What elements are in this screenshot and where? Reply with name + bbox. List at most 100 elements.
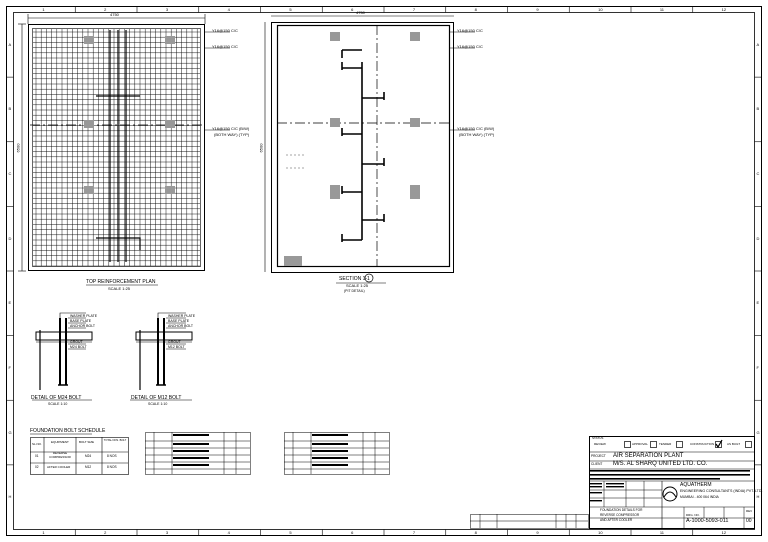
plan-title: TOP REINFORCEMENT PLAN [86, 279, 156, 285]
status-option-construction: CONSTRUCTION [690, 442, 715, 446]
status-label: STATUS [592, 436, 604, 440]
grid-row-label: D [8, 235, 12, 241]
grid-row-label: E [756, 300, 760, 306]
grid-row-label: H [8, 494, 12, 500]
plan-callout-1: Y16@150 C/C [212, 28, 238, 33]
bolt-schedule-cell: AFTER COOLER [47, 465, 71, 469]
plan-view [18, 14, 230, 286]
grid-column-label: 12 [721, 6, 727, 12]
bolt-schedule-cell: M12 [85, 465, 92, 469]
bolt-schedule-header-slno: SL.NO. [32, 442, 42, 446]
section-subtitle: (PIT DETAIL) [344, 289, 365, 293]
bolt-detail-m24 [32, 312, 93, 401]
bolt-schedule-cell: 02 [35, 465, 39, 469]
drawing-number-label: DRG. NO. [686, 513, 700, 517]
bolt-schedule-cell: 8 NOS [107, 454, 117, 458]
detail-m12-note-4: GROUT [168, 340, 181, 344]
plan-callout-2: Y16@150 C/C [212, 44, 238, 49]
detail-m24-note-2: BASE PLATE [70, 319, 92, 323]
grid-column-label: 3 [165, 6, 169, 12]
grid-column-label: 4 [227, 6, 230, 12]
section-callout-2: Y16@150 C/C [457, 44, 483, 49]
section-scale: SCALE 1:25 [346, 283, 369, 288]
grid-column-label: 5 [289, 6, 292, 12]
grid-column-label: 10 [598, 529, 603, 535]
grid-column-label: 8 [474, 529, 477, 535]
drawing-title-line-1: FOUNDATION DETAILS FOR [600, 508, 643, 512]
grid-row-label: C [756, 171, 760, 177]
grid-row-label: B [8, 106, 12, 112]
grid-column-label: 11 [659, 6, 665, 12]
grid-column-label: 8 [474, 6, 477, 12]
bolt-schedule-cell: 8 NOS [107, 465, 117, 469]
grid-column-label: 4 [227, 529, 230, 535]
detail-m12-note-5: M12 BOLT [168, 345, 185, 349]
company-logo-text: AQUATHERM [680, 482, 712, 488]
revision-block [470, 514, 589, 529]
grid-row-label: F [8, 364, 11, 370]
bolt-detail-m12 [130, 312, 193, 401]
grid-column-label: 6 [351, 529, 354, 535]
bolt-schedule-cell: 01 [35, 454, 39, 458]
status-option-review: REVIEW [594, 442, 606, 446]
grid-row-label: A [8, 41, 12, 47]
bolt-schedule-cell: REVERSE COMPRESSOR [49, 451, 71, 459]
grid-row-label: C [8, 171, 12, 177]
grid-row-label: D [756, 235, 760, 241]
detail-m12-scale: SCALE 1:10 [148, 402, 168, 406]
bolt-schedule-header-total: TOTAL NOS. BOLT [103, 439, 127, 442]
section-callout-3b: (BOTH WAY) (TYP) [459, 132, 495, 137]
detail-m12-note-2: BASE PLATE [168, 319, 190, 323]
revision-number: 00 [746, 518, 752, 524]
status-option-asbuilt: AS BUILT [727, 442, 741, 446]
section-height-dimension: 6500 [258, 143, 264, 153]
plan-width-dimension: 4750 [110, 12, 119, 17]
status-option-approval: APPROVAL [632, 442, 648, 446]
bolt-schedule-header-boltsize: BOLT SIZE [79, 440, 95, 444]
grid-column-label: 1 [42, 6, 45, 12]
grid-column-label: 11 [659, 529, 665, 535]
grid-column-label: 1 [42, 529, 45, 535]
plan-scale: SCALE 1:25 [108, 286, 131, 291]
reference-table-2 [284, 432, 390, 475]
reference-table-1 [145, 432, 251, 475]
grid-row-label: F [756, 364, 759, 370]
title-block [589, 436, 755, 529]
section-view [264, 15, 475, 284]
detail-m12-note-3: ANCHOR BOLT [168, 324, 194, 328]
plan-callout-3: Y16@150 C/C (B/W) [212, 126, 250, 131]
grid-row-label: B [756, 106, 760, 112]
plan-callout-3b: (BOTH WAY) (TYP) [214, 132, 250, 137]
detail-m24-scale: SCALE 1:10 [48, 402, 68, 406]
grid-column-label: 6 [351, 6, 354, 12]
drawing-title-line-2: REVERSE COMPRESSOR [600, 513, 640, 517]
status-option-tender: TENDER [659, 442, 672, 446]
grid-column-label: 2 [104, 529, 107, 535]
detail-m24-note-5: M24 BOLT [70, 345, 87, 349]
grid-column-label: 2 [104, 6, 107, 12]
client-name: M/S. AL SHARQ UNITED LTD. CO. [613, 461, 708, 467]
bolt-schedule-title: FOUNDATION BOLT SCHEDULE [30, 428, 106, 434]
section-callout-1: Y16@150 C/C [457, 28, 483, 33]
detail-m12-note-1: WASHER PLATE [168, 314, 196, 318]
company-location: MUMBAI - 400 064 INDIA [680, 495, 719, 499]
drawing-number: A-1000-5093-011 [686, 518, 729, 524]
client-label: CLIENT [591, 462, 603, 466]
grid-column-label: 5 [289, 529, 292, 535]
section-width-dimension: 4750 [356, 10, 365, 15]
company-subtitle: ENGINEERING CONSULTANTS (INDIA) PVT. LTD… [680, 489, 763, 493]
bolt-schedule-cell: M24 [85, 454, 92, 458]
detail-m24-title: DETAIL OF M24 BOLT [31, 395, 82, 401]
grid-row-label: A [756, 41, 760, 47]
grid-column-label: 12 [721, 529, 727, 535]
grid-column-label: 3 [165, 529, 169, 535]
project-name: AIR SEPARATION PLANT [613, 453, 684, 459]
detail-m24-note-1: WASHER PLATE [70, 314, 98, 318]
grid-column-label: 7 [412, 529, 416, 535]
grid-row-label: G [8, 429, 12, 435]
bolt-schedule-header-equipment: EQUIPMENT [51, 440, 69, 444]
grid-column-label: 7 [412, 6, 416, 12]
section-callout-3: Y16@150 C/C (B/W) [457, 126, 495, 131]
detail-m24-note-4: GROUT [70, 340, 83, 344]
